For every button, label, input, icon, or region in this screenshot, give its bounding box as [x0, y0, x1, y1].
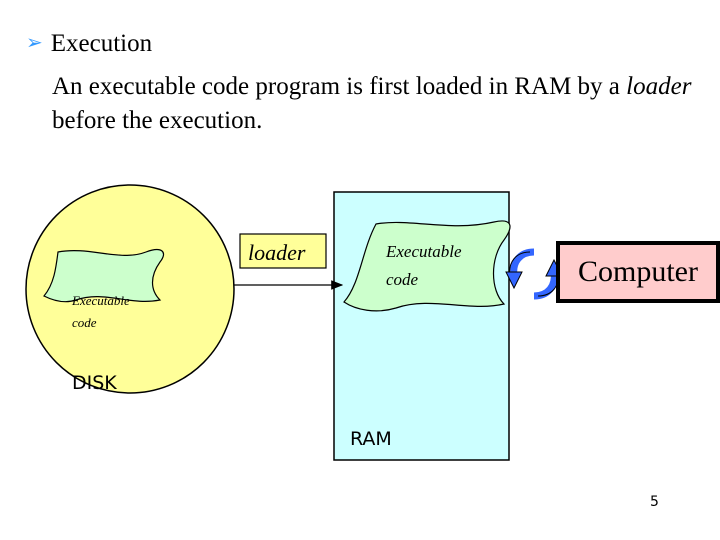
- description: An executable code program is first load…: [52, 70, 712, 138]
- ram-file-line1: Executable: [386, 242, 462, 261]
- ram-file-line2: code: [386, 270, 419, 289]
- computer-label: Computer: [578, 255, 698, 288]
- description-emphasis: loader: [626, 73, 692, 100]
- disk-file-line2: code: [72, 315, 97, 330]
- ram-label: RAM: [350, 428, 392, 450]
- disk-file-line1: Executable: [72, 293, 130, 308]
- description-part2: before the execution.: [52, 107, 263, 134]
- disk-label: DISK: [72, 372, 117, 394]
- ram-file-label: Executable code: [386, 238, 462, 294]
- heading: ➢ Execution: [26, 30, 152, 58]
- loader-label: loader: [248, 240, 306, 265]
- computer-box: [556, 241, 720, 303]
- ram-file-shape: [343, 220, 511, 312]
- arrow-bullet-icon: ➢: [26, 30, 43, 54]
- loader-box: [239, 233, 327, 269]
- circular-arrows-icon: [505, 248, 563, 300]
- disk-file-shape: [43, 249, 165, 303]
- heading-text: Execution: [50, 30, 153, 57]
- disk-file-label: Executable code: [72, 290, 130, 334]
- page-number: 5: [650, 494, 659, 510]
- description-part1: An executable code program is first load…: [52, 73, 620, 100]
